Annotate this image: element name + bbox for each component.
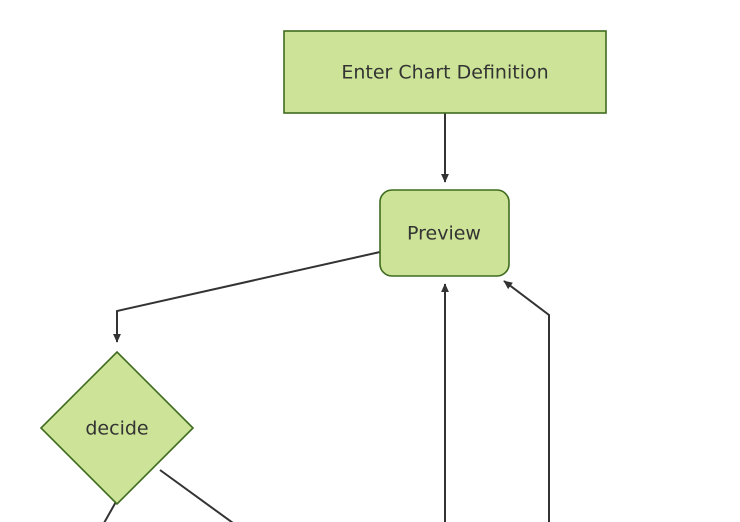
node-preview[interactable]: Preview [379, 189, 510, 277]
node-decide[interactable]: decide [39, 350, 195, 506]
node-enter-chart-definition-shape[interactable] [283, 30, 607, 114]
edge-preview-decide [113, 251, 381, 343]
edge-decide-down-right [159, 469, 234, 522]
node-decide-label: decide [85, 418, 148, 440]
edge-decide-down-left [103, 499, 118, 522]
node-decide-shape[interactable] [39, 350, 195, 506]
edge-layer [103, 113, 550, 522]
node-enter-chart-definition[interactable]: Enter Chart Definition [283, 30, 607, 114]
node-enter-chart-definition-label: Enter Chart Definition [341, 62, 548, 84]
edge-return-right [503, 280, 550, 522]
node-preview-shape[interactable] [379, 189, 510, 277]
node-preview-label: Preview [407, 223, 481, 245]
